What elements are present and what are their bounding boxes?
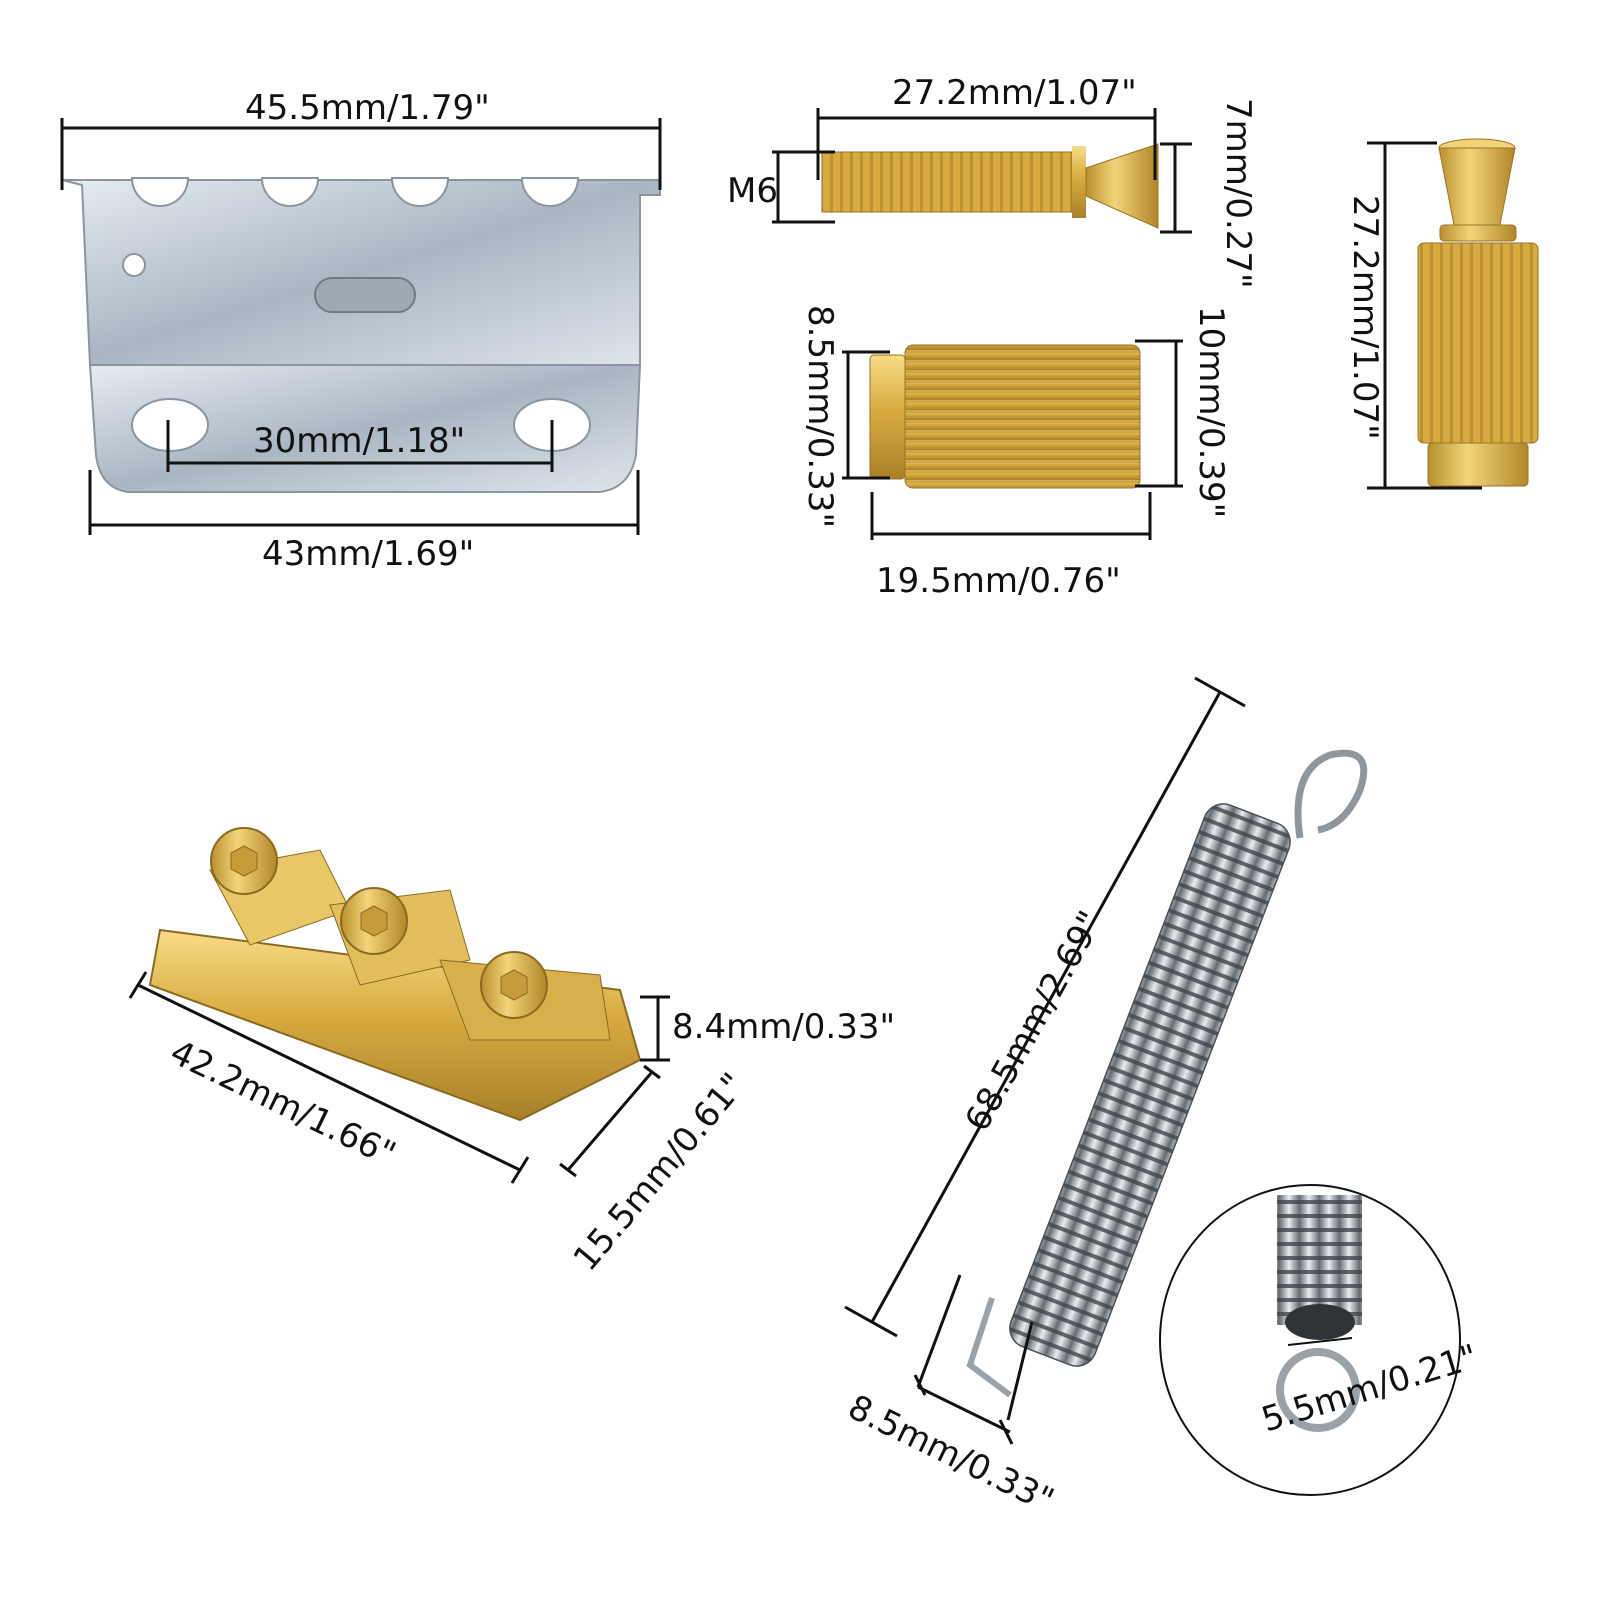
locking-nut-image (148, 827, 642, 1122)
sleeve-dimension-lines (842, 339, 1183, 540)
spring-detail-inset (1159, 1184, 1461, 1496)
assembly-height-label: 27.2mm/1.07" (1345, 195, 1385, 440)
hex-screw-icon (340, 887, 408, 955)
claw-dimension-lines (60, 118, 662, 535)
screw-thread-label: M6 (727, 171, 778, 211)
hex-screw-icon (480, 951, 548, 1019)
tremolo-spring-image (966, 749, 1368, 1398)
knurled-sleeve-image (869, 344, 1141, 489)
saddle-assembly-image (1417, 138, 1539, 487)
screw-head-diameter-label: 7mm/0.27" (1218, 98, 1258, 289)
sleeve-length-label: 19.5mm/0.76" (876, 561, 1121, 601)
tremolo-claw-image (61, 177, 661, 493)
lock-screw-image (821, 143, 1159, 229)
assembly-dimension-lines (1367, 141, 1482, 490)
sleeve-large-diameter-label: 10mm/0.39" (1191, 306, 1231, 519)
hex-screw-icon (210, 827, 278, 895)
nut-height-label: 8.4mm/0.33" (672, 1007, 896, 1047)
screw-length-label: 27.2mm/1.07" (892, 73, 1137, 113)
claw-bottom-width-label: 43mm/1.69" (262, 534, 475, 574)
screw-dimension-lines (772, 108, 1192, 234)
spring-dimension-lines (844, 676, 1246, 1445)
claw-hole-spacing-label: 30mm/1.18" (253, 421, 466, 461)
sleeve-small-diameter-label: 8.5mm/0.33" (800, 305, 840, 529)
claw-top-width-label: 45.5mm/1.79" (245, 88, 490, 128)
nut-dimension-lines (128, 971, 670, 1184)
